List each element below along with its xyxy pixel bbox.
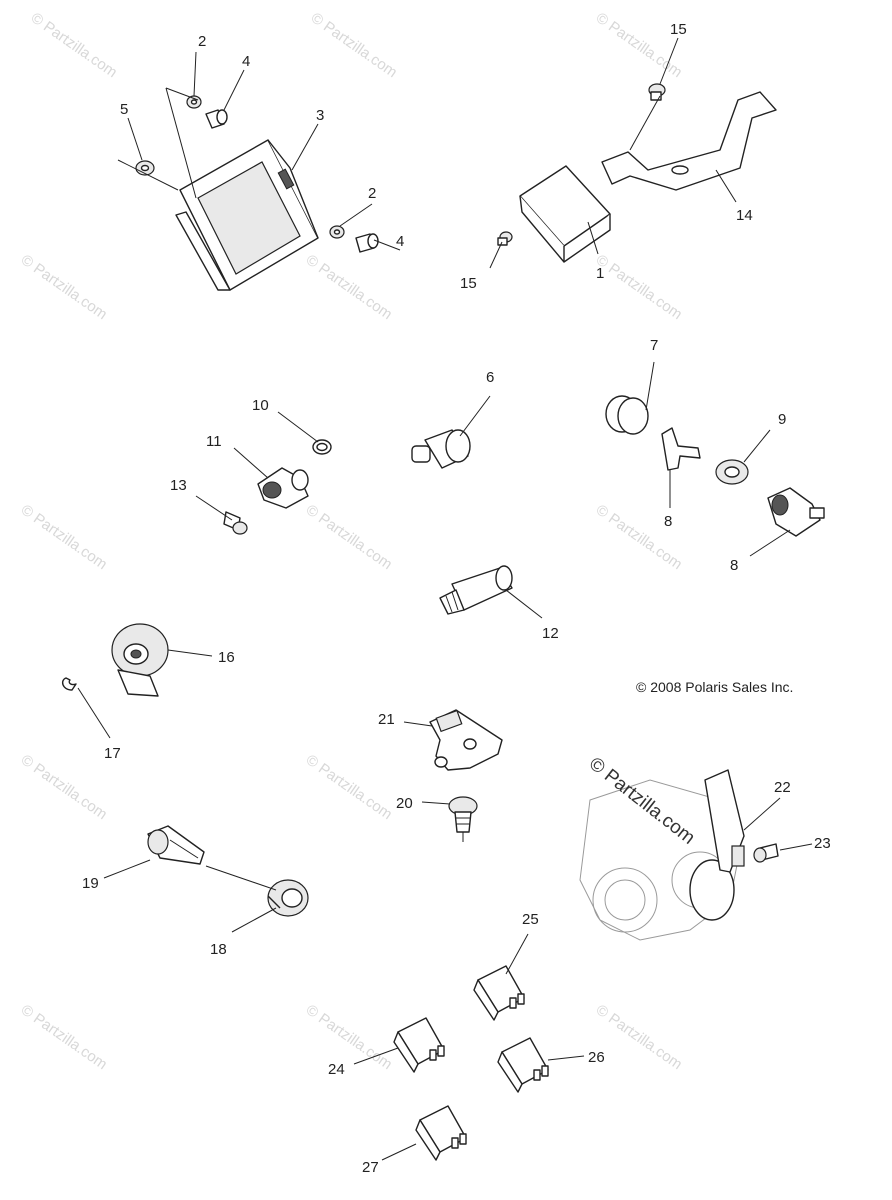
callout-27: 27 (362, 1159, 379, 1176)
watermark-text: © Partzilla.com (303, 501, 396, 573)
callout-9: 9 (778, 411, 786, 428)
background-watermarks: © Partzilla.com © Partzilla.com © Partzi… (18, 9, 686, 1073)
relay-27 (415, 1105, 467, 1161)
callout-4: 4 (396, 233, 404, 250)
ecu-assembly (135, 95, 379, 291)
callout-2: 2 (198, 33, 206, 50)
bushing-18 (267, 879, 309, 917)
callout-1: 1 (596, 265, 604, 282)
grommet-20 (448, 796, 478, 833)
screw-4-right (355, 233, 379, 253)
callout-14: 14 (736, 207, 753, 224)
relay-25 (473, 965, 525, 1021)
watermark-text: © Partzilla.com (28, 9, 121, 81)
throttle-body-22 (579, 769, 779, 941)
watermark-text: © Partzilla.com (18, 251, 111, 323)
callout-22: 22 (774, 779, 791, 796)
sensor-7-9-group (605, 395, 825, 537)
rivet-15-bottom (497, 231, 513, 246)
callout-24: 24 (328, 1061, 345, 1078)
callout-23: 23 (814, 835, 831, 852)
watermark-text: © Partzilla.com (303, 251, 396, 323)
clip-8 (661, 427, 701, 471)
watermark-text: © Partzilla.com (593, 1001, 686, 1073)
cover-bracket-assembly (497, 83, 777, 263)
callout-labels: 2 4 5 3 2 4 15 14 1 15 7 6 10 9 11 13 8 … (82, 21, 831, 1176)
sensor-11-group (223, 439, 332, 535)
sensor-8 (767, 487, 825, 537)
callout-5: 5 (120, 101, 128, 118)
copyright-text: © 2008 Polaris Sales Inc. (636, 679, 793, 695)
watermark-text: © Partzilla.com (303, 751, 396, 823)
callout-8: 8 (664, 513, 672, 530)
partzilla-watermark: © Partzilla.com (585, 753, 699, 848)
callout-20: 20 (396, 795, 413, 812)
callout-15: 15 (670, 21, 687, 38)
nut-9 (715, 459, 749, 485)
callout-8: 8 (730, 557, 738, 574)
bolt-13 (223, 511, 248, 535)
callout-2: 2 (368, 185, 376, 202)
callout-25: 25 (522, 911, 539, 928)
callout-10: 10 (252, 397, 269, 414)
callout-7: 7 (650, 337, 658, 354)
callout-3: 3 (316, 107, 324, 124)
sensor-6 (411, 429, 471, 469)
relay-26 (497, 1037, 549, 1093)
sensor-12 (439, 565, 513, 615)
knock-sensor-16 (111, 623, 169, 697)
rivet-15 (648, 83, 666, 101)
watermark-text: © Partzilla.com (18, 1001, 111, 1073)
sensor-19 (147, 825, 205, 865)
callout-26: 26 (588, 1049, 605, 1066)
callout-12: 12 (542, 625, 559, 642)
callout-15: 15 (460, 275, 477, 292)
callout-11: 11 (206, 433, 222, 450)
bracket-14 (601, 91, 777, 191)
watermark-text: © Partzilla.com (18, 751, 111, 823)
callout-21: 21 (378, 711, 395, 728)
clip-17 (61, 677, 77, 691)
leader-lines (77, 37, 813, 1161)
callout-19: 19 (82, 875, 99, 892)
sensor-21 (429, 709, 503, 771)
relay-24 (393, 1017, 445, 1073)
watermark-text: © Partzilla.com (308, 9, 401, 81)
watermark-text: © Partzilla.com (303, 1001, 396, 1073)
callout-17: 17 (104, 745, 121, 762)
cap-7 (605, 395, 649, 435)
callout-4: 4 (242, 53, 250, 70)
bolt-23 (753, 843, 779, 863)
watermark-text: © Partzilla.com (593, 251, 686, 323)
callout-18: 18 (210, 941, 227, 958)
callout-6: 6 (486, 369, 494, 386)
callout-16: 16 (218, 649, 235, 666)
watermark-text: © Partzilla.com (18, 501, 111, 573)
callout-13: 13 (170, 477, 187, 494)
screw-4 (205, 109, 228, 129)
